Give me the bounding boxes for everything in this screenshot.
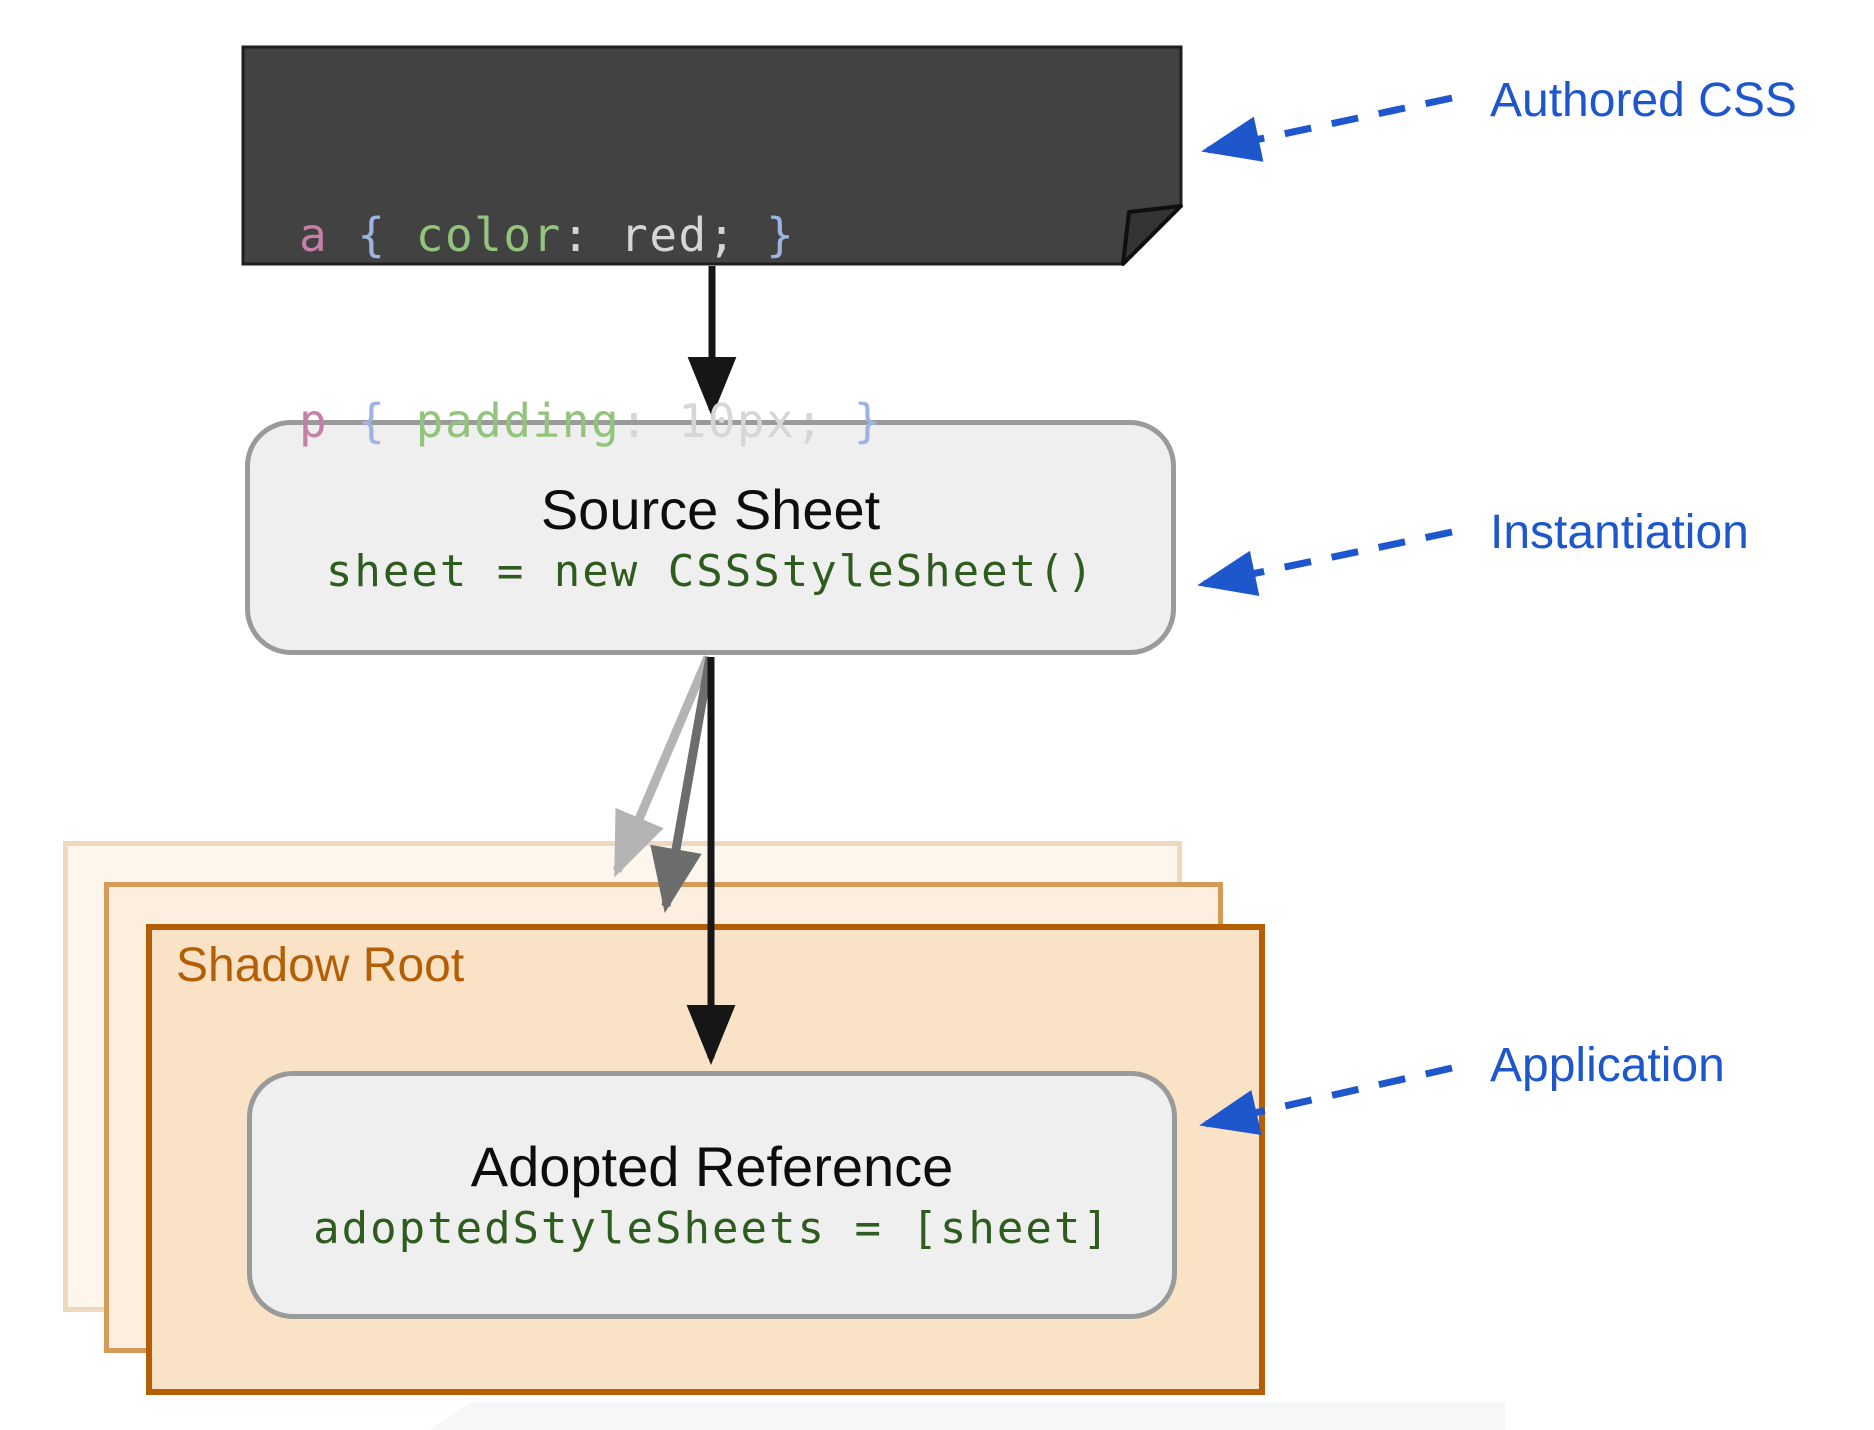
css-colon: :	[561, 208, 621, 262]
css-open-brace: {	[357, 394, 416, 448]
annotation-arrow-authored-css	[1201, 94, 1453, 162]
source-sheet-node: Source Sheet sheet = new CSSStyleSheet()	[245, 420, 1176, 655]
css-value: 10px;	[678, 394, 854, 448]
adopted-reference-title: Adopted Reference	[470, 1135, 954, 1198]
arrow-source-to-back-shadow-root	[612, 655, 713, 878]
source-sheet-code: sheet = new CSSStyleSheet()	[325, 545, 1096, 597]
css-value: red;	[620, 208, 767, 262]
css-selector: a	[299, 208, 358, 262]
annotation-arrow-instantiation	[1197, 528, 1453, 596]
css-property: padding	[415, 394, 621, 448]
bottom-cutoff-artifact	[430, 1402, 1505, 1430]
authored-css-code: a { color: red; } p { padding: 10px; }	[299, 80, 883, 576]
css-property: color	[415, 208, 562, 262]
css-close-brace: }	[853, 394, 883, 448]
annotation-label-authored-css: Authored CSS	[1490, 74, 1797, 127]
shadow-root-label: Shadow Root	[176, 939, 465, 992]
css-colon: :	[620, 394, 679, 448]
annotation-label-application: Application	[1490, 1039, 1725, 1092]
adopted-reference-node: Adopted Reference adoptedStyleSheets = […	[247, 1071, 1177, 1319]
css-close-brace: }	[766, 208, 796, 262]
adopted-reference-code: adoptedStyleSheets = [sheet]	[313, 1203, 1111, 1254]
annotation-label-instantiation: Instantiation	[1490, 506, 1749, 559]
authored-css-line-2: p { padding: 10px; }	[299, 390, 883, 452]
authored-css-line-1: a { color: red; }	[299, 204, 883, 266]
css-selector: p	[299, 394, 358, 448]
source-sheet-title: Source Sheet	[540, 477, 881, 541]
sheet-corner-fold-icon	[1121, 204, 1183, 266]
css-open-brace: {	[357, 208, 416, 262]
